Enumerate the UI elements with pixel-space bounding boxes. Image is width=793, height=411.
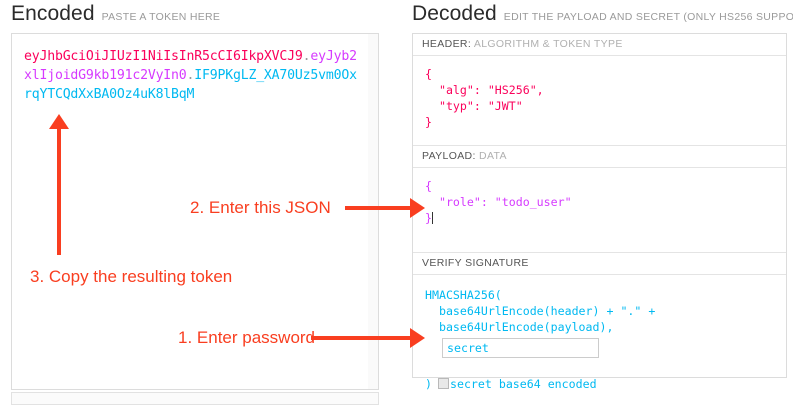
- token-signature-part: IF9PKgLZ_XA70Uz5vm0OxrqYTCQdXxBA0Oz4uK8l…: [24, 68, 357, 102]
- closing-paren: ): [425, 377, 432, 391]
- token-payload-part: eyJyb2xlIjoidG9kb191c2VyIn0: [24, 49, 357, 83]
- decoded-panel: HEADER: ALGORITHM & TOKEN TYPE { "alg": …: [412, 33, 787, 391]
- payload-section-title: PAYLOAD: DATA: [413, 146, 786, 168]
- annotation-arrow-step-2: [345, 198, 425, 218]
- annotation-arrow-up-to-token: [49, 114, 69, 255]
- annotation-step-1: 1. Enter password: [178, 328, 316, 347]
- header-section-label: HEADER:: [422, 38, 472, 50]
- header-json-editor[interactable]: { "alg": "HS256", "typ": "JWT" }: [413, 56, 786, 146]
- encoded-token-text[interactable]: eyJhbGciOiJIUzI1NiIsInR5cCI6IkpXVCJ9.eyJ…: [24, 47, 364, 104]
- annotation-step-2: 2. Enter this JSON: [190, 198, 331, 217]
- header-section-title: HEADER: ALGORITHM & TOKEN TYPE: [413, 34, 786, 56]
- hmac-line-3: base64UrlEncode(payload),: [425, 320, 614, 334]
- encoded-horizontal-scrollbar[interactable]: [11, 392, 379, 405]
- encoded-subtitle: PASTE A TOKEN HERE: [101, 11, 221, 23]
- payload-json-text: { "role": "todo_user" }: [425, 179, 572, 225]
- signature-editor: HMACSHA256( base64UrlEncode(header) + ".…: [413, 275, 786, 399]
- signature-section-title: VERIFY SIGNATURE: [413, 253, 786, 275]
- signature-section-label: VERIFY SIGNATURE: [422, 257, 529, 269]
- secret-base64-label: secret base64 encoded: [449, 377, 597, 391]
- hmac-line-1: HMACSHA256(: [425, 288, 502, 302]
- decoded-heading: Decoded EDIT THE PAYLOAD AND SECRET (ONLY…: [412, 2, 793, 26]
- encoded-token-panel[interactable]: eyJhbGciOiJIUzI1NiIsInR5cCI6IkpXVCJ9.eyJ…: [11, 33, 378, 390]
- annotation-arrow-step-1: [311, 328, 425, 348]
- base64-encoded-row[interactable]: ) secret base64 encoded: [425, 377, 597, 391]
- decoded-title: Decoded: [412, 2, 497, 25]
- header-section-sublabel: ALGORITHM & TOKEN TYPE: [473, 38, 623, 50]
- token-separator-2: .: [186, 68, 195, 83]
- encoded-heading: Encoded PASTE A TOKEN HERE: [11, 2, 220, 26]
- secret-input[interactable]: [442, 338, 599, 358]
- secret-base64-checkbox[interactable]: [437, 378, 449, 389]
- payload-section-sublabel: DATA: [479, 150, 507, 162]
- payload-json-editor[interactable]: { "role": "todo_user" }: [413, 168, 786, 253]
- encoded-vertical-scrollbar[interactable]: [368, 33, 379, 390]
- text-cursor: [431, 212, 433, 224]
- hmac-line-2: base64UrlEncode(header) + "." +: [425, 304, 656, 318]
- token-header-part: eyJhbGciOiJIUzI1NiIsInR5cCI6IkpXVCJ9: [24, 49, 303, 64]
- decoded-subtitle: EDIT THE PAYLOAD AND SECRET (ONLY HS256 …: [503, 11, 793, 23]
- payload-section-label: PAYLOAD:: [422, 150, 476, 162]
- encoded-title: Encoded: [11, 2, 95, 25]
- annotation-step-3: 3. Copy the resulting token: [30, 267, 233, 286]
- token-separator-1: .: [302, 49, 311, 64]
